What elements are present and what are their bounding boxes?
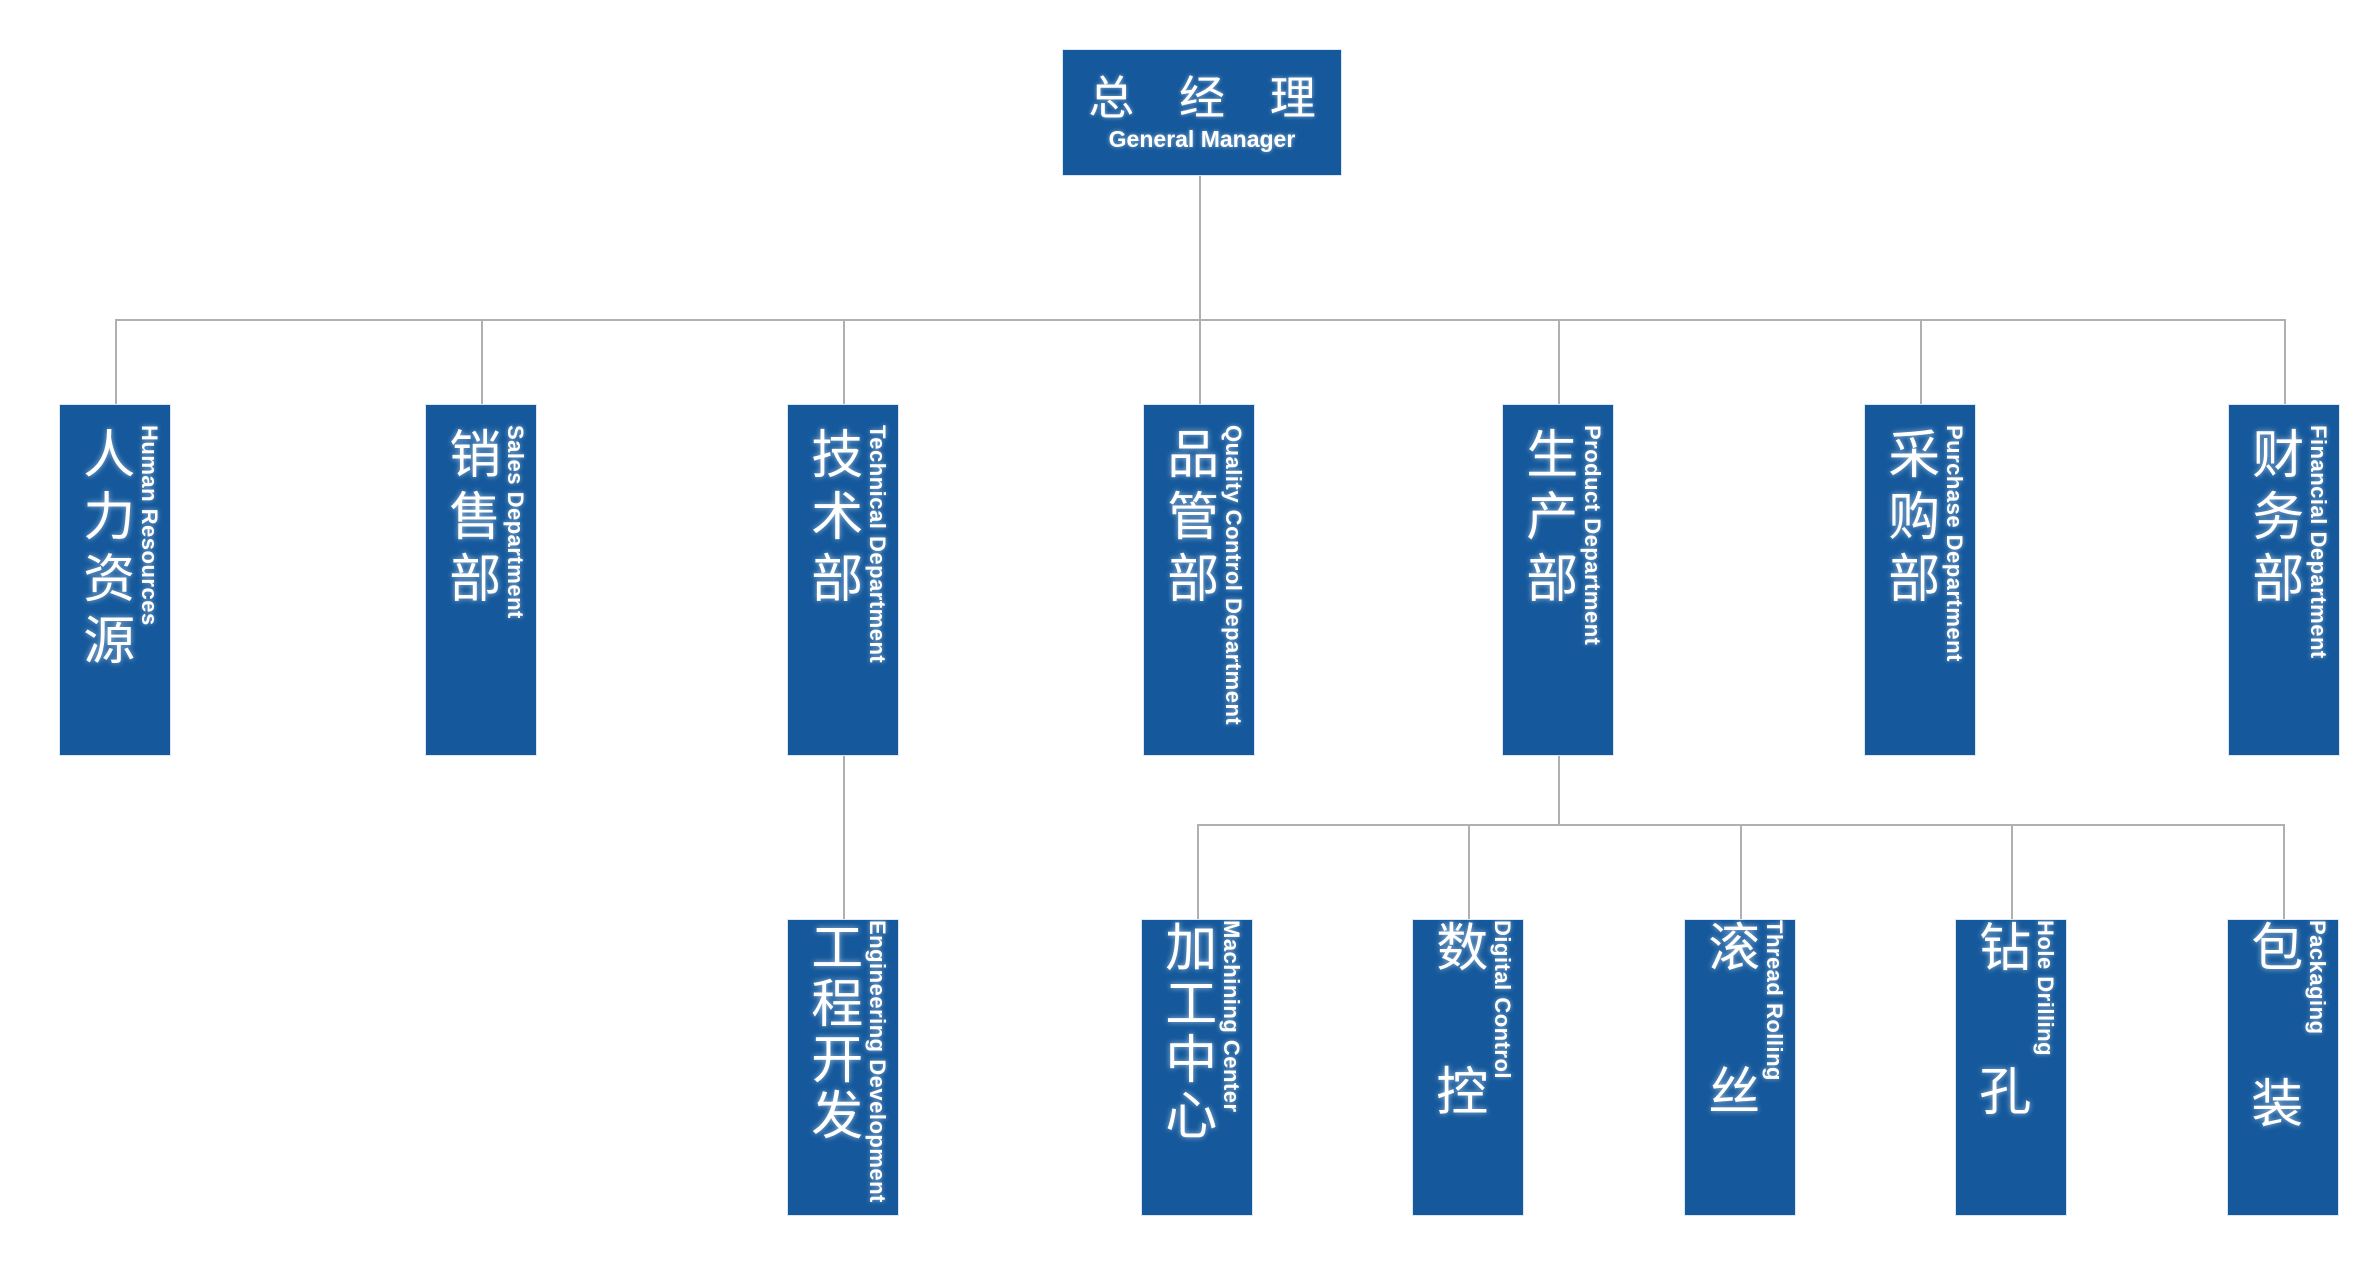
node-label-en: Machining Center [1218,920,1244,1113]
node-machining-center[interactable]: 加工中心 Machining Center [1142,920,1252,1215]
node-label-cn: 人力资源 [74,427,133,675]
node-label-en: Digital Control [1489,920,1515,1080]
node-label-en: Product Department [1579,425,1605,646]
node-packaging[interactable]: 包装 Packaging [2228,920,2338,1215]
node-label-cn: 品管部 [1158,427,1217,613]
connector-drop-financial [2284,319,2286,407]
node-digital-control[interactable]: 数控 Digital Control [1413,920,1523,1215]
connector-drop-technical [843,319,845,407]
connector-drop-purchase [1920,319,1922,407]
node-engineering-development[interactable]: 工程开发 Engineering Development [788,920,898,1215]
node-technical-department[interactable]: 技术部 Technical Department [788,405,898,755]
node-human-resources[interactable]: 人力资源 Human Resources [60,405,170,755]
node-label-en: Technical Department [864,425,890,664]
node-quality-control-department[interactable]: 品管部 Quality Control Department [1144,405,1254,755]
connector-drop-quality [1199,319,1201,407]
node-financial-department[interactable]: 财务部 Financial Department [2229,405,2339,755]
node-label-cn: 财务部 [2243,427,2302,613]
connector-drop-sales [481,319,483,407]
connector-drop-drilling [2011,824,2013,920]
node-label-en: Purchase Department [1941,425,1967,662]
node-label-cn: 技术部 [802,427,861,613]
node-label-en: Sales Department [502,425,528,619]
connector-drop-hr [115,319,117,407]
node-label-en: Financial Department [2305,425,2331,659]
node-label-en: Hole Drilling [2032,920,2058,1057]
node-label-en: General Manager [1108,126,1296,153]
connector-drop-machining [1197,824,1199,920]
node-label-cn: 包装 [2242,920,2301,1215]
connector-technical-to-engineering [843,755,845,920]
node-label-en: Packaging [2304,920,2330,1035]
connector-drop-packaging [2283,824,2285,920]
node-product-department[interactable]: 生产部 Product Department [1503,405,1613,755]
node-label-cn: 销售部 [440,427,499,613]
node-label-en: Engineering Development [864,920,890,1203]
node-label-cn: 采购部 [1879,427,1938,613]
node-label-en: Human Resources [136,425,162,626]
node-label-cn: 生产部 [1517,427,1576,613]
node-label-cn: 总 经 理 [1088,71,1332,124]
node-label-cn: 加工中心 [1156,920,1215,1144]
node-hole-drilling[interactable]: 钻孔 Hole Drilling [1956,920,2066,1215]
connector-product-stem [1558,755,1560,825]
connector-drop-product [1558,319,1560,407]
node-label-en: Thread Rolling [1761,920,1787,1081]
connector-drop-digital [1468,824,1470,920]
node-general-manager[interactable]: 总 经 理 General Manager [1063,50,1341,175]
node-label-cn: 滚丝 [1699,920,1758,1208]
node-thread-rolling[interactable]: 滚丝 Thread Rolling [1685,920,1795,1215]
connector-drop-thread [1740,824,1742,920]
node-label-cn: 工程开发 [802,920,861,1144]
node-label-en: Quality Control Department [1220,425,1246,726]
node-purchase-department[interactable]: 采购部 Purchase Department [1865,405,1975,755]
connector-root-stem [1199,175,1201,320]
node-label-cn: 数控 [1427,920,1486,1208]
node-label-cn: 钻孔 [1970,920,2029,1208]
node-sales-department[interactable]: 销售部 Sales Department [426,405,536,755]
